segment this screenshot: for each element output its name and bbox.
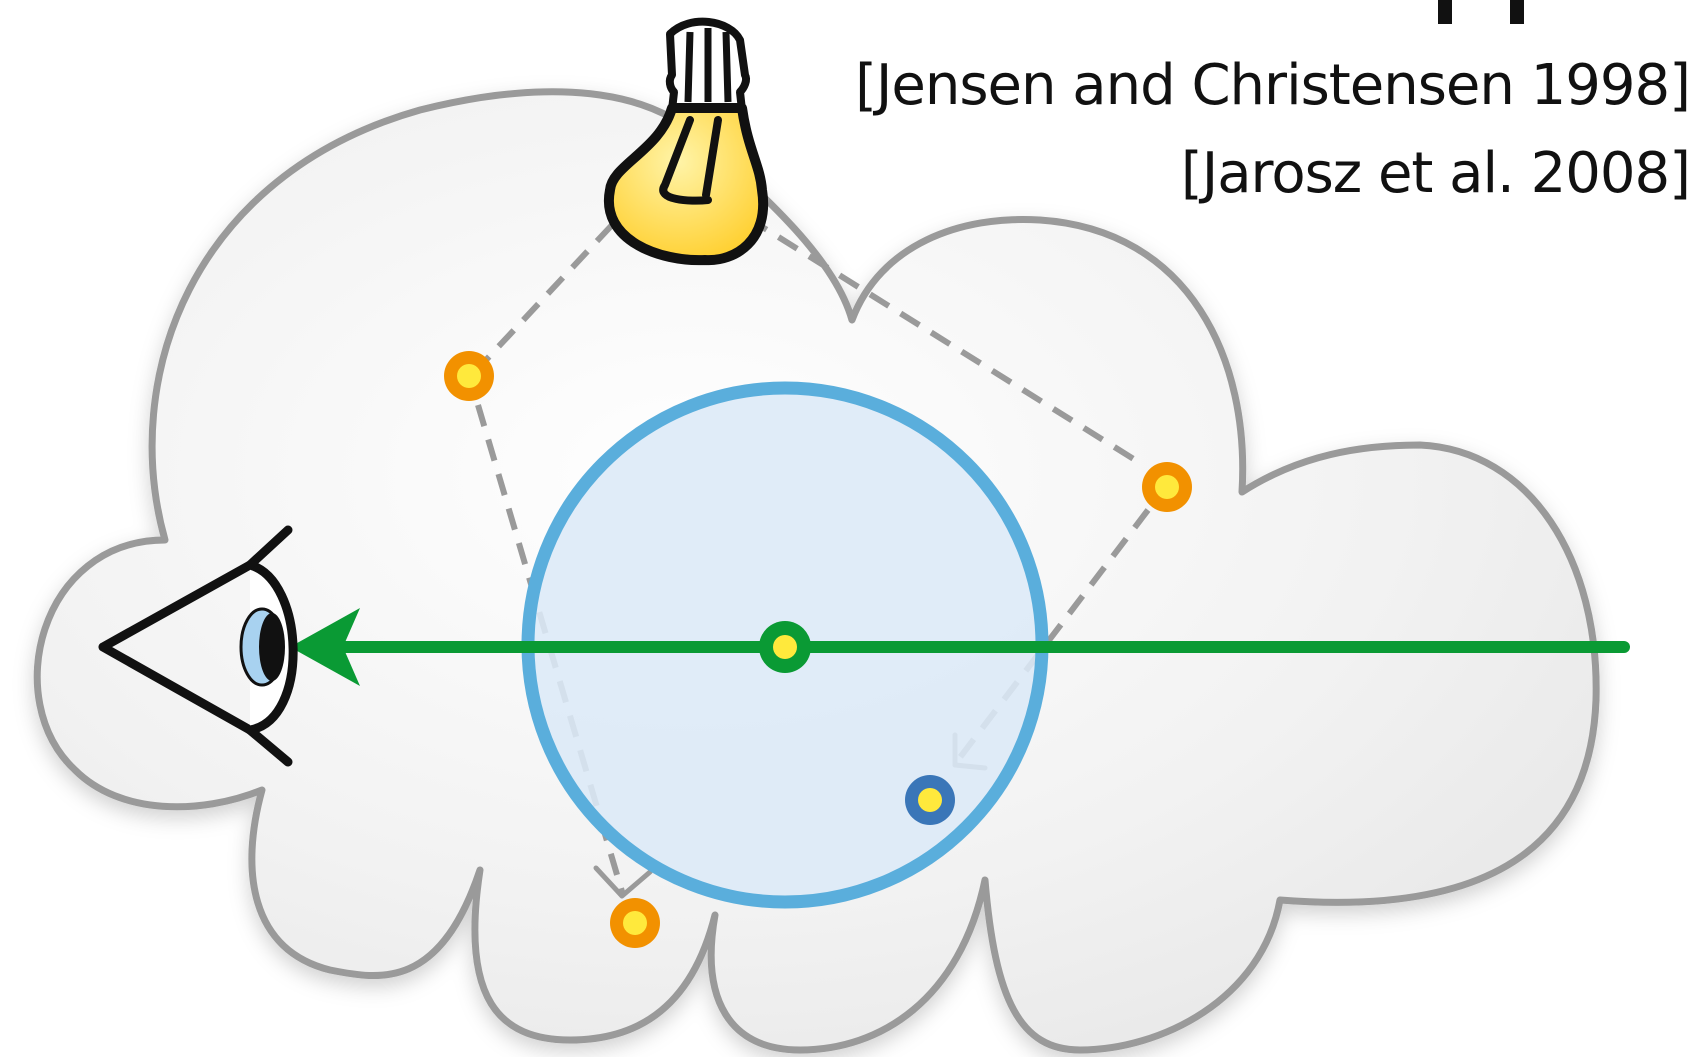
photon-upper-left xyxy=(444,351,494,401)
photon-right xyxy=(1142,462,1192,512)
citation-jarosz: [Jarosz et al. 2008] xyxy=(1180,141,1691,206)
photon-path-right-segment-1 xyxy=(746,215,1142,466)
cropped-title-fragment xyxy=(1438,0,1698,26)
citation-jensen-christensen: [Jensen and Christensen 1998] xyxy=(855,53,1691,118)
eye-icon xyxy=(98,525,298,767)
photon-inside-sphere xyxy=(905,775,955,825)
arrowhead-down-left xyxy=(593,865,653,899)
photons xyxy=(444,351,1192,948)
light-bulb-icon xyxy=(603,17,769,266)
camera-ray-arrowhead xyxy=(290,608,360,686)
photon-bottom xyxy=(610,898,660,948)
query-point xyxy=(759,621,811,673)
